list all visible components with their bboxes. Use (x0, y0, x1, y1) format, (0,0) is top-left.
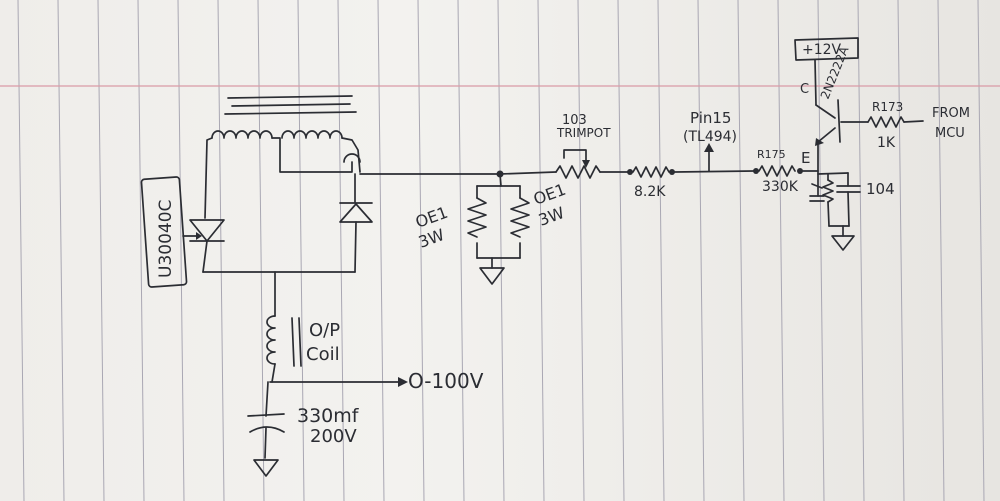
load-resistors (467, 170, 530, 269)
transformer-core (224, 95, 357, 115)
collector-label: C (800, 82, 809, 97)
ruling-line (457, 0, 465, 501)
ruling-line (617, 0, 625, 501)
output-range-label: O-100V (408, 369, 484, 393)
trimpot (499, 149, 629, 179)
transformer-winding (211, 130, 343, 139)
ground-icon (479, 267, 505, 285)
left-diode (182, 219, 225, 273)
ruling-line (17, 0, 25, 501)
part-code-box: U30040C (140, 176, 188, 288)
output-coil (266, 271, 302, 383)
notebook-rulings (17, 0, 985, 501)
ruling-line (817, 0, 825, 501)
right-diode (202, 173, 373, 273)
emitter-network (809, 172, 861, 237)
ruling-line (657, 0, 665, 501)
output-capacitor (247, 381, 285, 459)
trimpot-value-label: 103 (562, 113, 587, 128)
ruling-line (977, 0, 985, 501)
resistor-8k2 (627, 166, 755, 178)
capacitor-voltage-label: 200V (310, 426, 357, 447)
resistor-r173 (867, 116, 924, 128)
from-label: FROM (932, 106, 970, 121)
ruling-line (497, 0, 505, 501)
ruling-line (137, 0, 145, 501)
r175-name-label: R175 (757, 148, 786, 161)
resistor-8k2-label: 8.2K (634, 184, 666, 200)
ruling-line (537, 0, 545, 501)
pin-label: Pin15 (690, 109, 731, 127)
load-resistor-2-label: OE1 (531, 180, 568, 209)
r173-value-label: 1K (877, 135, 896, 151)
ruling-line (337, 0, 345, 501)
ruling-line (177, 0, 185, 501)
ruling-line (737, 0, 745, 501)
cap-code-label: 104 (866, 180, 895, 198)
output-coil-label: O/P (309, 320, 340, 341)
output-coil-word: Coil (306, 344, 340, 365)
r175-value-label: 330K (762, 179, 799, 195)
supply-box (794, 37, 859, 61)
ruling-line (857, 0, 865, 501)
pin15-arrow (704, 143, 714, 172)
output-arrow (269, 377, 408, 387)
part-code-label: U30040C (156, 200, 176, 278)
emitter-label: E (801, 149, 810, 167)
ruling-line (257, 0, 265, 501)
ruling-line (97, 0, 105, 501)
trimpot-name-label: TRIMPOT (556, 126, 611, 140)
ruling-line (57, 0, 65, 501)
mcu-label: MCU (935, 126, 965, 141)
resistor-r175 (753, 165, 819, 177)
ruling-line (417, 0, 425, 501)
ruling-line (897, 0, 905, 501)
ruling-line (217, 0, 225, 501)
ruling-line (697, 0, 705, 501)
supply-label: +12V (802, 42, 842, 58)
chip-label: (TL494) (683, 129, 737, 145)
capacitor-value-label: 330mf (297, 405, 360, 427)
ruling-line (577, 0, 585, 501)
ground-icon (253, 459, 279, 477)
ground-icon (831, 235, 855, 251)
ruling-line (377, 0, 385, 501)
ruling-line (297, 0, 305, 501)
transformer-wiring (204, 137, 501, 219)
r173-name-label: R173 (872, 100, 903, 114)
ruling-line (777, 0, 785, 501)
ruling-line (937, 0, 945, 501)
